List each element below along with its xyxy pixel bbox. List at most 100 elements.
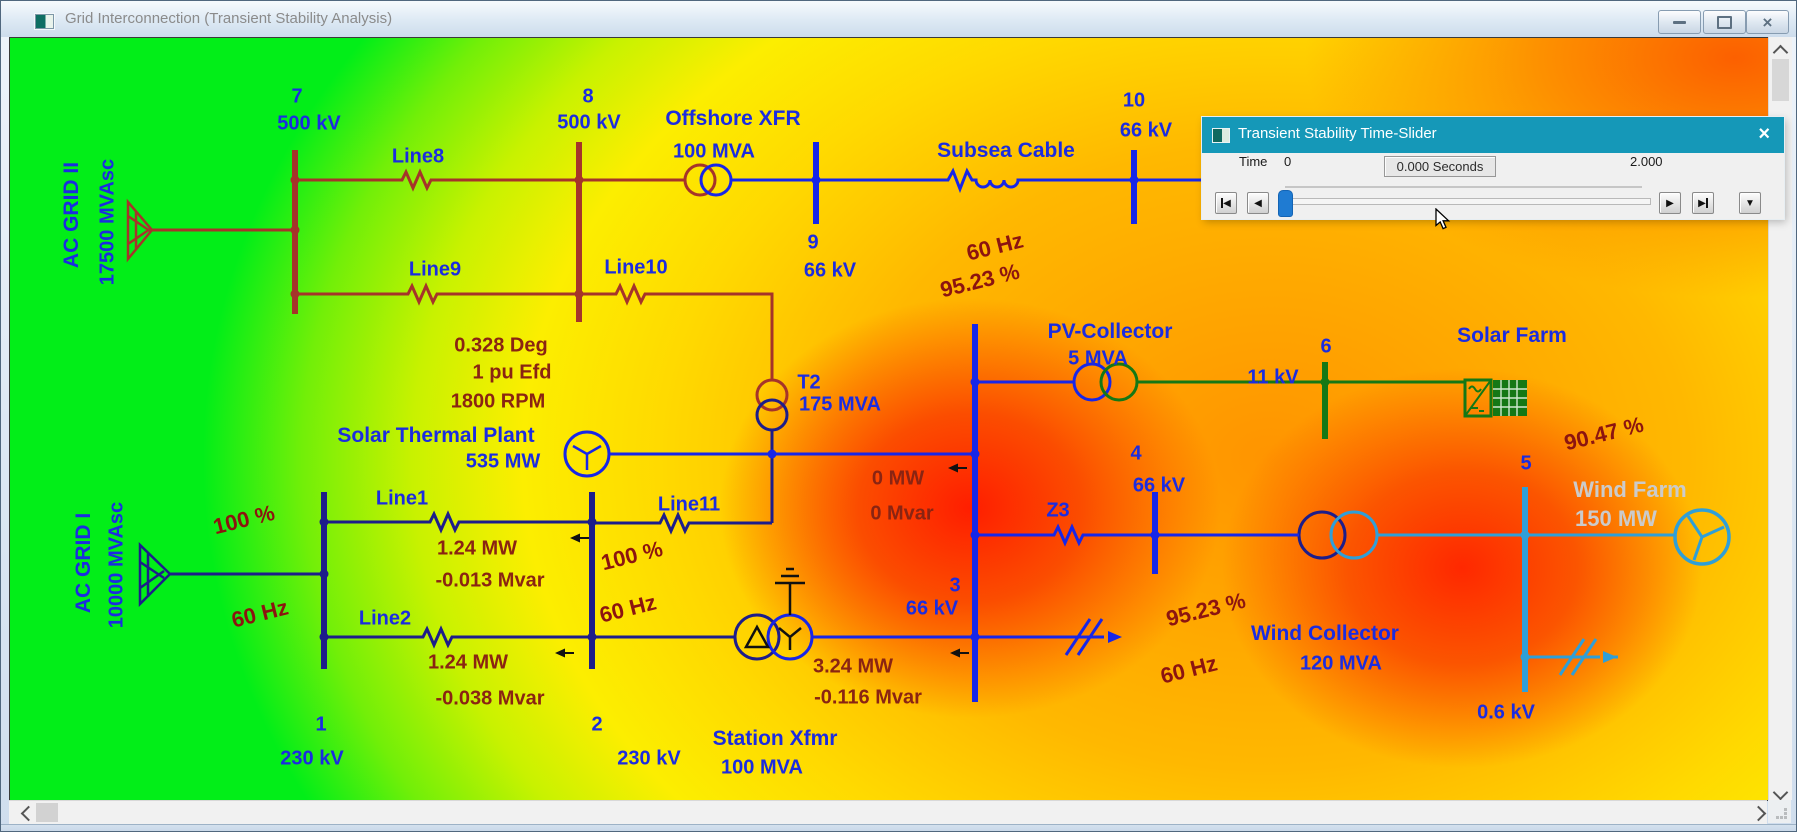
window-titlebar[interactable]: Grid Interconnection (Transient Stabilit… xyxy=(1,1,1796,37)
z3-label: Z3 xyxy=(1046,499,1070,522)
step-back-button[interactable]: ◀ xyxy=(1247,192,1269,214)
line9-label: Line9 xyxy=(408,258,462,281)
maximize-button[interactable] xyxy=(1703,10,1746,34)
horizontal-scroll-thumb[interactable] xyxy=(36,803,58,822)
offshore-xfr-primary-winding-icon[interactable] xyxy=(683,163,717,197)
bus8-id-label: 8 xyxy=(582,85,594,108)
pv-network[interactable] xyxy=(1099,362,1527,439)
z3-branch[interactable] xyxy=(975,523,1299,547)
grid2-network[interactable] xyxy=(126,142,789,412)
subsea-cable-branch[interactable] xyxy=(816,167,1134,194)
grid1-name-label: AC GRID I xyxy=(72,512,95,614)
bus8-kv-label: 500 kV xyxy=(557,111,621,134)
wind-turbine-icon[interactable] xyxy=(1673,508,1731,566)
time-range-max: 2.000 xyxy=(1630,154,1663,169)
solar-farm-label: Solar Farm xyxy=(1457,324,1567,347)
step-back-icon: ◀ xyxy=(1254,197,1262,209)
wind-network[interactable] xyxy=(1329,487,1731,692)
solar-thermal-output-label: 535 MW xyxy=(465,450,541,473)
t2-secondary-winding-icon[interactable] xyxy=(755,398,789,432)
step-forward-icon: ▶ xyxy=(1666,197,1674,209)
scroll-right-icon[interactable] xyxy=(1750,805,1767,822)
bus3-svc-branch[interactable] xyxy=(975,618,1104,656)
step-forward-button[interactable]: ▶ xyxy=(1659,192,1681,214)
bus4-id-label: 4 xyxy=(1130,442,1142,465)
dialog-close-icon[interactable]: × xyxy=(1758,123,1770,145)
symbol-details xyxy=(555,463,969,658)
time-value-box[interactable]: 0.000 Seconds xyxy=(1384,156,1496,177)
line8-branch[interactable] xyxy=(295,168,579,192)
time-range-min: 0 xyxy=(1284,154,1292,169)
grid1-network[interactable] xyxy=(138,398,1347,669)
solar-farm-icon[interactable] xyxy=(1463,378,1527,418)
dialog-titlebar[interactable]: Transient Stability Time-Slider × xyxy=(1202,117,1784,153)
station-xfmr-rating-label: 100 MVA xyxy=(721,756,803,779)
pv-collector-label: PV-Collector xyxy=(1047,320,1173,343)
pv-collector-primary-winding-icon[interactable] xyxy=(1072,362,1112,402)
window-bottom-frame xyxy=(1,824,1796,831)
bus9-id-label: 9 xyxy=(807,231,819,254)
time-slider-track[interactable] xyxy=(1285,198,1651,205)
grid1-equivalent-icon[interactable] xyxy=(138,542,172,608)
bus6-junction-dot xyxy=(1320,377,1330,387)
bus5-svc-arrowhead xyxy=(1603,651,1617,663)
wind-collector-secondary-winding-icon[interactable] xyxy=(1329,510,1379,560)
line1-label: Line1 xyxy=(375,487,429,510)
minimize-button[interactable] xyxy=(1658,10,1701,34)
bus1-id-label: 1 xyxy=(315,713,327,736)
solar-thermal-speed-readout: 1800 RPM xyxy=(450,390,546,413)
step-forward-icon: ▶ xyxy=(1698,197,1706,209)
bus7-kv-label: 500 kV xyxy=(277,112,341,135)
line11-branch[interactable] xyxy=(592,511,772,535)
skip-bar-icon xyxy=(1221,198,1224,208)
line2-branch[interactable] xyxy=(324,625,592,649)
oneline-diagram-canvas[interactable]: AC GRID II 17500 MVAsc AC GRID I 10000 M… xyxy=(9,37,1784,801)
bus2-id-label: 2 xyxy=(591,713,603,736)
bus2-kv-label: 230 kV xyxy=(617,747,681,770)
bus10-id-label: 10 xyxy=(1122,89,1146,112)
station-xfmr-delta-winding-icon[interactable] xyxy=(733,613,781,661)
skip-bar-icon xyxy=(1705,198,1708,208)
line8-label: Line8 xyxy=(391,145,445,168)
line2-label: Line2 xyxy=(358,607,412,630)
grid1-strength-label: 10000 MVAsc xyxy=(105,501,128,629)
bus3-svc-arrowhead xyxy=(1108,631,1122,643)
scrollbar-corner xyxy=(1768,800,1791,823)
line1-branch[interactable] xyxy=(324,510,592,534)
slider-options-button[interactable]: ▼ xyxy=(1739,192,1761,214)
step-to-end-button[interactable]: ▶ xyxy=(1692,192,1714,214)
mouse-cursor xyxy=(1435,208,1451,230)
line9-branch[interactable] xyxy=(295,282,579,306)
dialog-icon xyxy=(1212,128,1230,143)
wind-turbine-blades xyxy=(1686,515,1725,561)
scroll-up-icon[interactable] xyxy=(1772,44,1789,61)
delta-glyph xyxy=(743,624,771,649)
resize-grip-icon[interactable] xyxy=(1776,808,1788,820)
t2-primary-winding-icon[interactable] xyxy=(755,378,789,412)
bus9-kv-label: 66 kV xyxy=(803,259,857,282)
line10-label: Line10 xyxy=(604,256,668,279)
scroll-left-icon[interactable] xyxy=(20,805,37,822)
vertical-scroll-thumb[interactable] xyxy=(1772,59,1789,101)
time-slider-thumb[interactable] xyxy=(1278,190,1293,217)
t2-label: T2 xyxy=(797,371,821,394)
grid2-equivalent-icon[interactable] xyxy=(126,198,154,263)
bus3-id-label: 3 xyxy=(949,574,961,597)
bus3-network[interactable] xyxy=(563,142,1299,702)
line11-label: Line11 xyxy=(657,493,721,516)
bus5-svc-branch[interactable] xyxy=(1525,638,1618,676)
dropdown-icon: ▼ xyxy=(1745,197,1755,209)
bus5-kv-label: 0.6 kV xyxy=(1477,701,1535,724)
scroll-down-icon[interactable] xyxy=(1772,784,1789,801)
line10-branch[interactable] xyxy=(579,282,774,380)
wye-glyph xyxy=(778,627,802,650)
line2-mw-readout: 1.24 MW xyxy=(427,651,509,674)
close-button[interactable]: × xyxy=(1746,10,1789,34)
wind-junction-dots xyxy=(1520,530,1530,662)
time-label: Time xyxy=(1239,154,1268,169)
horizontal-scrollbar[interactable] xyxy=(9,800,1767,824)
step-to-start-button[interactable]: ◀ xyxy=(1215,192,1237,214)
bus10-kv-label: 66 kV xyxy=(1119,119,1173,142)
close-icon: × xyxy=(1762,12,1773,32)
